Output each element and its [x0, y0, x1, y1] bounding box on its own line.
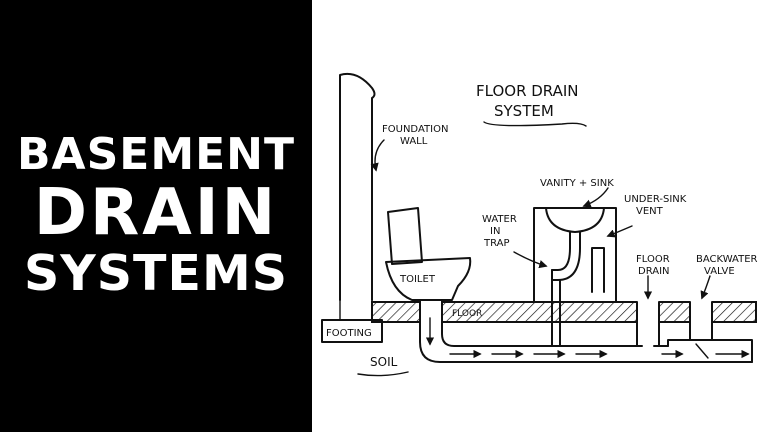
title-line-systems: SYSTEMS: [23, 244, 288, 302]
floor-drain-diagram: FLOOR DRAIN SYSTEM FOUNDATION WALL VANIT…: [321, 72, 758, 377]
soil-underline: [357, 371, 409, 377]
under-sink-vent: [591, 247, 605, 293]
label-foundation-1: FOUNDATION: [382, 124, 448, 135]
floor-drain-slab-opening: [637, 300, 659, 324]
toilet-slab-opening: [420, 300, 442, 324]
label-soil: SOIL: [370, 355, 398, 369]
foundation-arrow: [370, 139, 385, 172]
label-water-1: WATER: [482, 214, 517, 225]
sink-basin: [545, 207, 605, 233]
toilet-drain-pipe: [419, 299, 753, 363]
label-undersink-2: VENT: [636, 206, 664, 217]
floor-drain-riser: [636, 301, 660, 347]
label-backwater-2: VALVE: [704, 266, 735, 277]
label-floor: FLOOR: [452, 309, 482, 319]
label-water-2: IN: [490, 226, 500, 237]
label-backwater-1: BACKWATER: [696, 254, 758, 265]
sink-drain-pipe: [569, 231, 581, 249]
vanity-arrow: [582, 187, 609, 208]
title-line-basement: BASEMENT: [16, 129, 295, 181]
title-line-drain: DRAIN: [33, 175, 279, 250]
footing: [321, 319, 383, 343]
title-underline: [483, 121, 587, 127]
diagram-panel: FLOOR DRAIN SYSTEM FOUNDATION WALL VANIT…: [312, 0, 768, 432]
label-floor-drain-1: FLOOR: [636, 254, 670, 265]
label-vanity: VANITY + SINK: [540, 178, 614, 189]
valve-flap: [695, 343, 709, 359]
diagram-title-line2: SYSTEM: [494, 102, 554, 120]
toilet-tank: [387, 207, 423, 265]
toilet-bowl: [385, 257, 472, 301]
foundation-wall: [339, 72, 376, 301]
valve-arrow: [700, 275, 711, 300]
trap-arrow: [513, 251, 548, 269]
wall-to-footing: [339, 299, 373, 321]
label-undersink-1: UNDER-SINK: [624, 194, 687, 205]
label-toilet: TOILET: [399, 274, 436, 285]
label-footing: FOOTING: [326, 328, 372, 339]
label-foundation-2: WALL: [400, 136, 428, 147]
diagram-title-line1: FLOOR DRAIN: [476, 82, 579, 100]
valve-slab-opening: [690, 300, 712, 324]
p-trap: [551, 247, 581, 281]
title-panel: BASEMENT DRAIN SYSTEMS: [0, 0, 312, 432]
toilet-drain-pipe-inner: [441, 299, 631, 347]
label-water-3: TRAP: [483, 238, 510, 249]
label-floor-drain-2: DRAIN: [638, 266, 670, 277]
vent-arrow: [606, 225, 633, 238]
backwater-valve: [667, 301, 753, 363]
trap-riser: [551, 269, 561, 347]
